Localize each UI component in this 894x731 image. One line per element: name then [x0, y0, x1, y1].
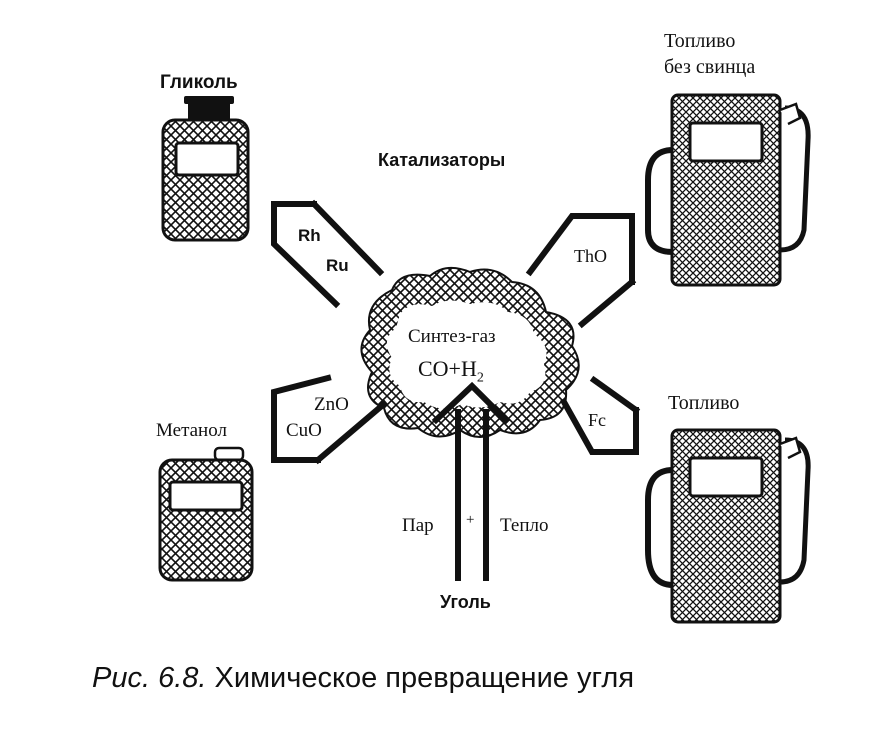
- arrow-to-glycol: [271, 199, 385, 309]
- catalyst-ru-label: Ru: [326, 256, 349, 275]
- arrow-from-coal: [431, 381, 511, 581]
- glycol-label: Гликоль: [160, 72, 238, 93]
- unleaded-fuel-label-line1: Топливо: [664, 30, 736, 52]
- methanol-label: Метанол: [156, 420, 227, 441]
- methanol-bottle-icon: [158, 446, 254, 582]
- catalyst-zno-label: ZnO: [314, 394, 349, 415]
- unleaded-fuel-label-line2: без свинца: [664, 56, 756, 78]
- catalyst-tho-label: ThO: [574, 246, 607, 266]
- figure-number: Рис. 6.8.: [92, 662, 207, 694]
- catalyst-fe-label: Fc: [588, 410, 606, 430]
- catalyst-cuo-label: CuO: [286, 420, 322, 441]
- steam-label: Пар: [402, 515, 434, 536]
- figure-caption: Рис. 6.8. Химическое превращение угля: [92, 662, 634, 695]
- heat-label: Тепло: [500, 515, 549, 536]
- coal-label: Уголь: [440, 592, 491, 612]
- figure-title: Химическое превращение угля: [214, 662, 635, 694]
- catalysts-label: Катализаторы: [378, 150, 506, 170]
- fuel-canister-icon: [645, 428, 811, 624]
- syngas-label: Синтез-газ: [408, 326, 496, 347]
- arrow-to-fuel: [559, 375, 641, 455]
- syngas-formula: CO+H2: [418, 356, 484, 386]
- plus-sign: +: [466, 512, 475, 528]
- glycol-bottle-icon: [161, 96, 250, 242]
- arrow-to-unleaded-fuel: [525, 213, 637, 329]
- fuel-label: Топливо: [668, 392, 740, 414]
- arrow-to-methanol: [271, 374, 389, 465]
- catalyst-rh-label: Rh: [298, 226, 321, 245]
- unleaded-fuel-canister-icon: [645, 93, 811, 287]
- syngas-cloud-icon: [360, 266, 580, 438]
